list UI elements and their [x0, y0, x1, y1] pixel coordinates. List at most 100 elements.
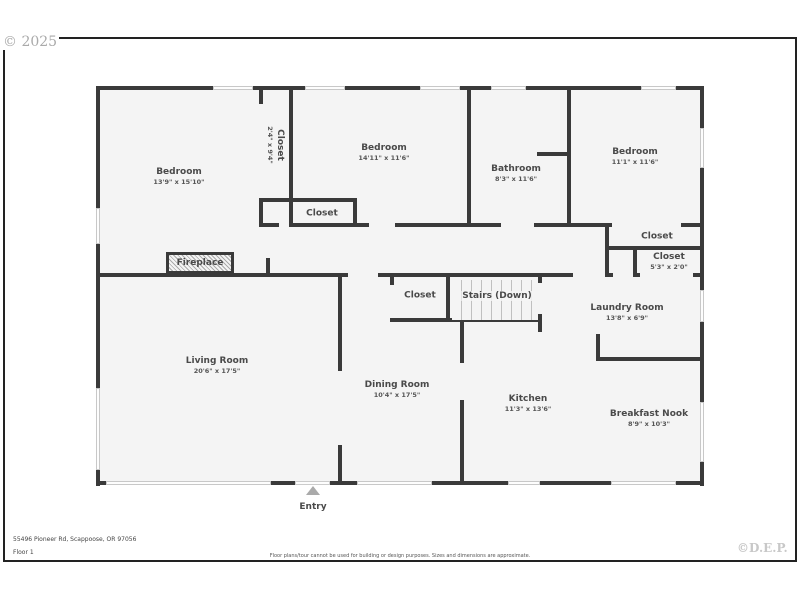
room-name: Dining Room: [364, 380, 430, 390]
fireplace: Fireplace: [166, 252, 234, 274]
window: [305, 86, 345, 90]
room-dimensions: 11'1" x 11'6": [611, 158, 659, 166]
watermark-logo: ©D.E.P.: [737, 541, 788, 555]
wall-interior: [390, 273, 394, 285]
wall-interior: [538, 273, 542, 283]
window: [420, 86, 460, 90]
copyright-notice: © 2025: [3, 34, 60, 50]
room-closet-3: Closet: [641, 232, 673, 243]
wall-interior: [289, 223, 369, 227]
window: [357, 481, 432, 485]
window: [700, 128, 704, 168]
room-closet-2: Closet: [306, 209, 338, 220]
room-name: Closet: [404, 290, 436, 301]
wall-interior: [633, 246, 637, 277]
wall-interior: [467, 86, 471, 226]
wall-interior: [633, 273, 640, 277]
floor-area: [97, 88, 703, 484]
window: [106, 481, 271, 485]
room-closet-5: Closet: [404, 291, 436, 302]
disclaimer-text: Floor plans/tour cannot be used for buil…: [269, 553, 531, 559]
wall-interior: [259, 86, 263, 104]
room-name: Bathroom: [491, 164, 541, 174]
wall-interior: [534, 223, 612, 227]
wall-exterior-top: [96, 86, 704, 90]
wall-interior: [390, 318, 542, 322]
room-breakfast-nook: Breakfast Nook 8'9" x 10'3": [610, 409, 688, 429]
room-dimensions: 20'6" x 17'5": [193, 367, 241, 375]
room-laundry: Laundry Room 13'8" x 6'9": [590, 303, 663, 323]
window: [96, 208, 100, 244]
wall-interior: [605, 273, 613, 277]
room-dining: Dining Room 10'4" x 17'5": [365, 380, 430, 400]
room-name: Closet: [641, 231, 673, 242]
room-dimensions: 11'3" x 13'6": [504, 405, 552, 413]
wall-interior: [259, 223, 279, 227]
wall-interior: [693, 273, 703, 277]
wall-interior: [266, 258, 270, 276]
wall-interior: [538, 314, 542, 332]
room-bedroom-3: Bedroom 11'1" x 11'6": [612, 147, 659, 167]
wall-interior: [259, 198, 263, 226]
room-name: Closet: [306, 208, 338, 219]
wall-interior: [338, 277, 342, 371]
wall-interior: [378, 273, 573, 277]
room-name: Bedroom: [156, 167, 202, 177]
wall-interior: [596, 357, 704, 361]
room-dimensions: 14'11" x 11'6": [358, 154, 410, 162]
room-name: Breakfast Nook: [609, 409, 689, 419]
room-name: Closet: [653, 252, 685, 262]
room-name: Closet: [275, 129, 285, 161]
wall-interior: [353, 198, 357, 226]
room-dimensions: 8'3" x 11'6": [494, 175, 538, 183]
wall-interior: [605, 223, 609, 277]
room-name: Bedroom: [612, 147, 658, 157]
window: [213, 86, 253, 90]
window: [96, 388, 100, 470]
wall-interior: [567, 86, 571, 226]
wall-interior: [596, 334, 600, 361]
room-bathroom: Bathroom 8'3" x 11'6": [491, 164, 541, 184]
wall-interior: [446, 273, 450, 322]
room-kitchen: Kitchen 11'3" x 13'6": [505, 394, 552, 414]
wall-exterior-right: [700, 86, 704, 486]
window: [611, 481, 676, 485]
room-closet-4: Closet 5'3" x 2'0": [650, 252, 688, 272]
window: [508, 481, 540, 485]
wall-interior: [460, 320, 464, 363]
wall-interior: [460, 400, 464, 483]
room-dimensions: 8'9" x 10'3": [627, 420, 671, 428]
room-dimensions: 13'9" x 15'10": [153, 178, 205, 186]
property-address: 55496 Pioneer Rd, Scappoose, OR 97056: [13, 536, 137, 543]
entry-arrow-icon: [306, 486, 320, 495]
wall-interior: [259, 198, 357, 202]
wall-interior: [681, 223, 703, 227]
room-name: Laundry Room: [590, 303, 664, 313]
window: [700, 402, 704, 462]
window: [700, 290, 704, 322]
entry-door[interactable]: [295, 481, 330, 485]
window: [641, 86, 676, 90]
room-closet-1: Closet 2'4" x 9'4": [265, 126, 285, 164]
floor-label: Floor 1: [13, 549, 34, 556]
room-dimensions: 10'4" x 17'5": [373, 391, 421, 399]
wall-interior: [605, 246, 703, 250]
entry-label: Entry: [299, 502, 327, 512]
stairs-label: Stairs (Down): [461, 291, 533, 301]
room-dimensions: 5'3" x 2'0": [650, 263, 688, 271]
wall-interior: [537, 152, 571, 156]
wall-exterior-left: [96, 86, 100, 486]
window: [491, 86, 526, 90]
wall-interior: [338, 445, 342, 483]
room-bedroom-2: Bedroom 14'11" x 11'6": [358, 143, 409, 163]
room-bedroom-1: Bedroom 13'9" x 15'10": [153, 167, 204, 187]
room-dimensions: 2'4" x 9'4": [266, 126, 274, 164]
fireplace-label: Fireplace: [176, 258, 224, 268]
room-dimensions: 13'8" x 6'9": [605, 314, 649, 322]
room-name: Bedroom: [361, 143, 407, 153]
room-name: Living Room: [185, 356, 249, 366]
wall-interior: [395, 223, 501, 227]
wall-interior: [96, 273, 348, 277]
room-living: Living Room 20'6" x 17'5": [186, 356, 248, 376]
